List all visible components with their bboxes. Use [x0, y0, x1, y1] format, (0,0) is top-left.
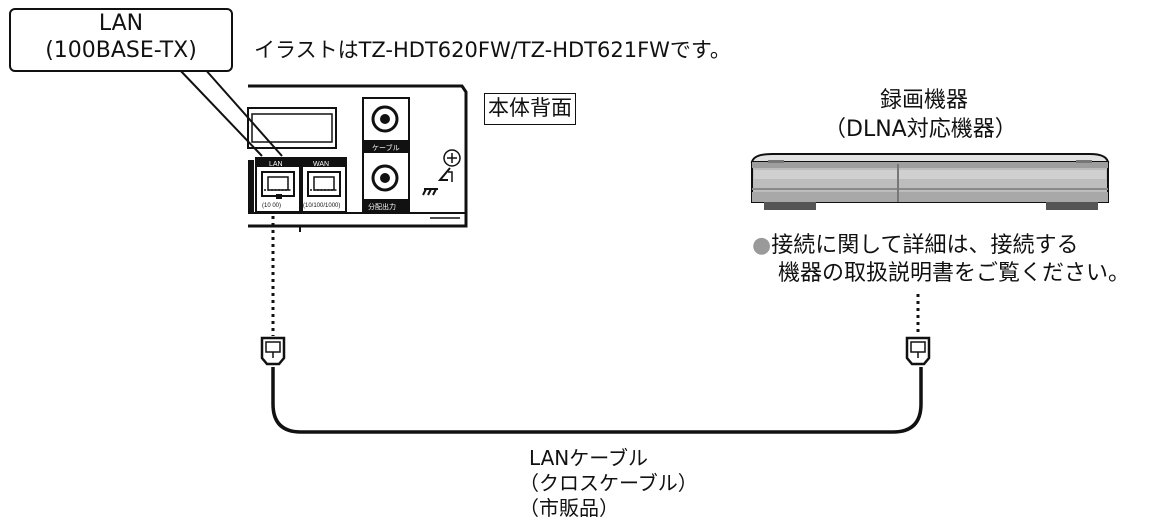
distribution-out-label: 分配出力 — [368, 202, 396, 211]
lan-port-speed: (10 00) — [262, 203, 281, 209]
recorder-device — [750, 153, 1110, 210]
panel-label: 本体背面 — [484, 93, 576, 125]
lan-callout: LAN (100BASE-TX) — [9, 8, 233, 72]
callout-pointer — [177, 67, 283, 157]
cable-label-line2: （クロスケーブル） — [519, 471, 698, 495]
antenna-connectors — [362, 97, 410, 213]
lan-port-label: LAN — [269, 161, 283, 168]
lan-plug-icon — [260, 336, 286, 366]
ground-terminal-icon — [422, 149, 461, 196]
wan-port-speed: (10/100/1000) — [303, 203, 340, 209]
callout-line1: LAN — [98, 11, 144, 36]
cable-label-line3: （市販品） — [519, 496, 619, 520]
illustration-note: イラストはTZ-HDT620FW/TZ-HDT621FWです。 — [254, 38, 731, 62]
note-bullet: ● — [752, 233, 772, 258]
connection-note: ●接続に関して詳細は、接続する 機器の取扱説明書をご覧ください。 — [752, 232, 1130, 288]
cable-label: LANケーブル （クロスケーブル） （市販品） — [519, 446, 698, 521]
cable-label-line1: LANケーブル — [529, 446, 649, 470]
device-title: 録画機器 — [880, 87, 968, 114]
lan-cable — [271, 216, 923, 434]
device-title-line1: 録画機器 — [880, 88, 969, 113]
wan-port — [301, 157, 347, 213]
callout-line2: (100BASE-TX) — [45, 38, 197, 63]
note-line2: 機器の取扱説明書をご覧ください。 — [778, 261, 1131, 286]
device-subtitle: （DLNA対応機器） — [824, 117, 1017, 142]
lan-port — [255, 157, 301, 213]
rear-panel: LAN (10 00) WAN (10/100/1000) ケーブル 分配出力 — [247, 84, 468, 232]
lan-plug-icon — [905, 336, 931, 366]
wan-port-label: WAN — [313, 161, 329, 168]
note-line1: 接続に関して詳細は、接続する — [771, 233, 1079, 258]
cable-in-label: ケーブル — [372, 143, 400, 152]
